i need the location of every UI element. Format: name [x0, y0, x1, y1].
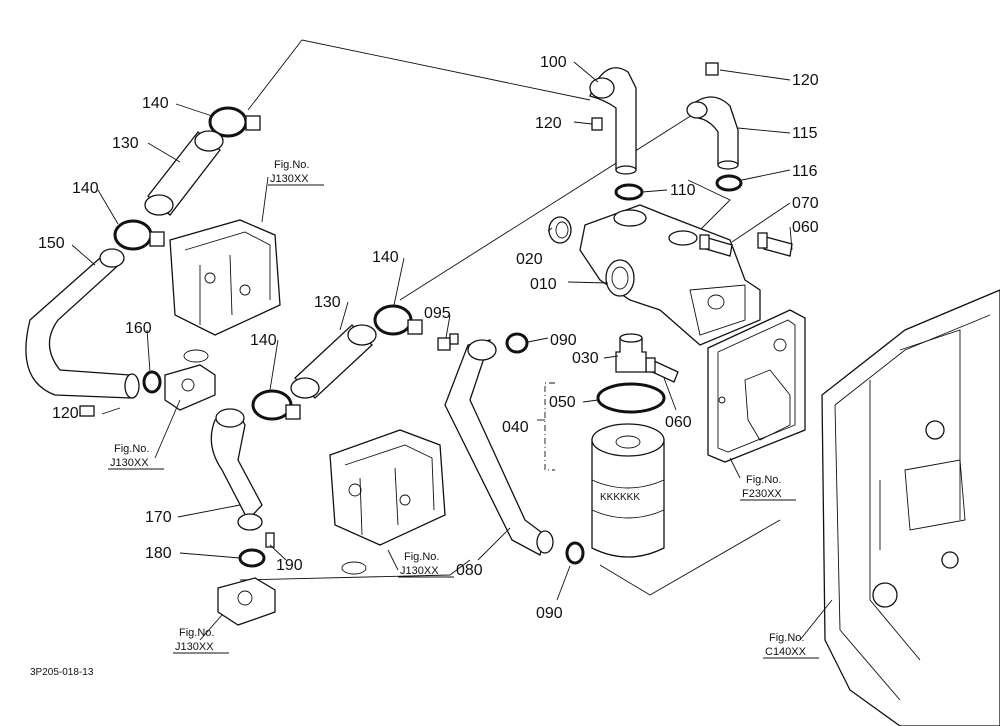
plug-120	[705, 62, 719, 76]
plug-095	[437, 333, 459, 351]
part-label-180: 180	[145, 545, 172, 562]
oring-180	[238, 548, 266, 568]
part-label-120: 120	[52, 405, 79, 422]
connect-line	[399, 109, 701, 301]
fig-ref-code: F230XX	[742, 488, 782, 500]
hose-clamp-140	[113, 219, 165, 251]
fig-ref: Fig.No. J130XX	[268, 159, 324, 186]
part-label-060: 060	[792, 219, 819, 236]
part-label-050: 050	[549, 394, 576, 411]
oring-116	[715, 174, 743, 192]
gasket	[183, 349, 209, 363]
bracket-040	[544, 382, 555, 471]
fig-ref: Fig.No. J130XX	[173, 627, 229, 654]
part-label-090: 090	[536, 605, 563, 622]
fig-ref: Fig.No. J130XX	[108, 443, 164, 470]
part-label-140: 140	[142, 95, 169, 112]
valve-body-010	[579, 204, 761, 346]
part-label-010: 010	[530, 276, 557, 293]
oring-110	[614, 183, 644, 201]
transmission-case	[821, 289, 1000, 726]
oring-160	[142, 370, 162, 394]
nipple-030	[615, 333, 647, 373]
part-label-100: 100	[540, 54, 567, 71]
elbow-115	[686, 96, 739, 170]
part-label-116: 116	[792, 163, 818, 180]
pump-upper	[169, 219, 281, 336]
fig-ref-prefix: Fig.No.	[179, 627, 214, 639]
plug-120	[591, 117, 603, 131]
part-label-080: 080	[456, 562, 483, 579]
part-label-115: 115	[792, 125, 818, 142]
part-label-130: 130	[112, 135, 139, 152]
fig-ref: Fig.No. F230XX	[740, 474, 796, 501]
part-label-190: 190	[276, 557, 303, 574]
filter-brand: KKKKKK	[600, 492, 640, 503]
hose-clamp-140	[373, 304, 423, 336]
part-label-095: 095	[424, 305, 451, 322]
hose-130	[144, 130, 224, 216]
part-label-150: 150	[38, 235, 65, 252]
part-label-070: 070	[792, 195, 819, 212]
figure-references: Fig.No.J130XXFig.No.J130XXFig.No.J130XXF…	[108, 159, 819, 659]
part-labels: 100 120 120 115 110 116 070 060 020 010 140 130 140 1…	[38, 54, 819, 622]
part-label-140: 140	[372, 249, 399, 266]
fig-ref: Fig.No. J130XX	[398, 551, 454, 578]
hose-170	[210, 408, 263, 531]
fig-ref: Fig.No. C140XX	[763, 632, 819, 659]
part-label-020: 020	[516, 251, 543, 268]
part-label-130: 130	[314, 294, 341, 311]
flange-lower	[217, 577, 276, 626]
bolt-060	[645, 357, 679, 383]
fig-ref-code: C140XX	[765, 646, 807, 658]
connect-line	[239, 559, 471, 581]
bolt-060	[757, 232, 793, 257]
fig-ref-prefix: Fig.No.	[274, 159, 309, 171]
part-label-030: 030	[572, 350, 599, 367]
fig-ref-prefix: Fig.No.	[769, 632, 804, 644]
part-label-060: 060	[665, 414, 692, 431]
part-label-090: 090	[550, 332, 577, 349]
fig-ref-code: J130XX	[110, 457, 149, 469]
fig-ref-code: J130XX	[270, 173, 309, 185]
hose-clamp-140	[251, 389, 301, 421]
fig-ref-prefix: Fig.No.	[114, 443, 149, 455]
part-label-120: 120	[792, 72, 819, 89]
pin-190	[265, 532, 275, 548]
oring-050	[596, 382, 666, 414]
hose-clamp-140	[208, 106, 261, 138]
gasket-plate	[707, 309, 806, 463]
cap-020	[548, 216, 572, 244]
hose-150	[25, 248, 140, 399]
leader-lines	[71, 61, 833, 641]
fig-ref-code: J130XX	[175, 641, 214, 653]
fig-ref-code: J130XX	[400, 565, 439, 577]
part-label-040: 040	[502, 419, 529, 436]
fig-ref-prefix: Fig.No.	[746, 474, 781, 486]
part-label-120: 120	[535, 115, 562, 132]
fig-ref-prefix: Fig.No.	[404, 551, 439, 563]
oil-filter-040: KKKKKK	[591, 423, 665, 558]
connect-line	[599, 519, 781, 596]
pump-lower	[329, 429, 446, 546]
hose-080	[444, 339, 554, 556]
part-label-160: 160	[125, 320, 152, 337]
flange	[164, 364, 216, 411]
part-label-140: 140	[250, 332, 277, 349]
pipe-100	[589, 67, 637, 175]
gasket	[341, 561, 367, 575]
oring-090	[505, 332, 529, 354]
hose-130	[290, 324, 377, 399]
oring-090	[565, 541, 585, 565]
connect-line	[247, 39, 591, 111]
drawing-code: 3P205-018-13	[30, 667, 94, 678]
part-label-140: 140	[72, 180, 99, 197]
part-label-110: 110	[670, 182, 696, 199]
bolt-070	[699, 234, 733, 257]
plug-120	[79, 405, 95, 417]
part-label-170: 170	[145, 509, 172, 526]
